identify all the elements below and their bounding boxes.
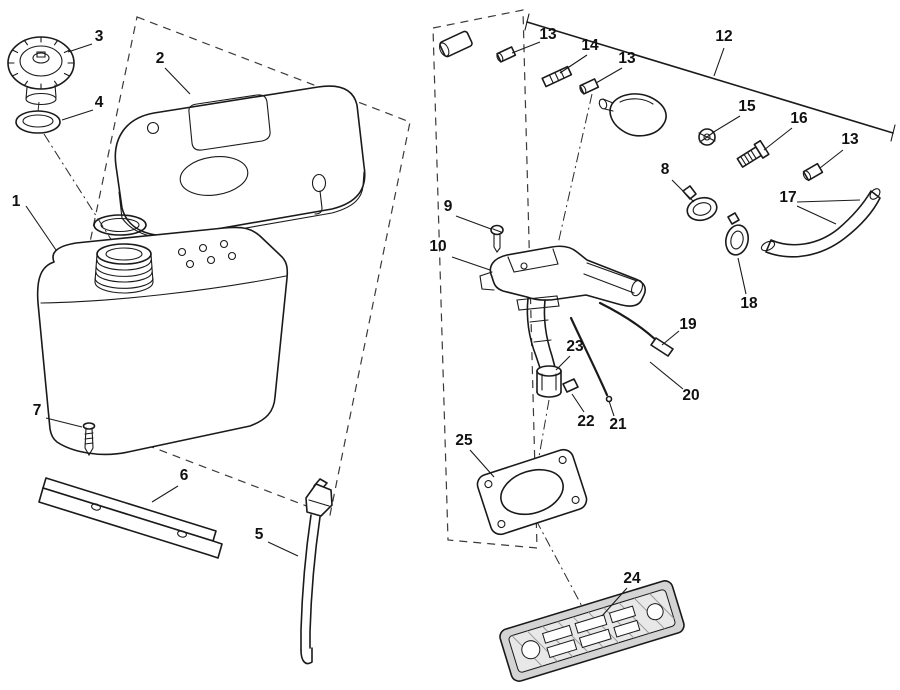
part-12-fuel-line-bracket xyxy=(524,13,896,142)
callout-21: 21 xyxy=(609,416,627,433)
part-24-name-plate xyxy=(499,580,685,682)
wire-tip xyxy=(605,395,613,403)
callout-25: 25 xyxy=(455,432,473,449)
part-13-fitting-c xyxy=(579,78,600,95)
callout-2: 2 xyxy=(156,50,165,67)
callout-18: 18 xyxy=(740,295,758,312)
callout-14: 14 xyxy=(581,37,599,54)
callout-13a: 13 xyxy=(539,26,557,43)
callout-leader-lines xyxy=(25,41,861,617)
callout-8: 8 xyxy=(661,161,670,178)
callout-10: 10 xyxy=(429,238,446,255)
part-6-mounting-bracket xyxy=(38,477,223,559)
part-3-filler-cap xyxy=(7,36,75,106)
callout-17: 17 xyxy=(779,189,796,206)
callout-13b: 13 xyxy=(618,50,636,67)
callout-6: 6 xyxy=(180,467,189,484)
callout-1: 1 xyxy=(12,193,21,210)
part-14-fitting xyxy=(541,65,573,88)
filler-neck xyxy=(94,243,154,294)
right-kit-dashed-box xyxy=(432,9,538,549)
part-7-screw xyxy=(82,422,96,457)
part-13-fitting-b xyxy=(496,46,517,63)
callout-22: 22 xyxy=(577,413,594,430)
wire-with-connector xyxy=(598,301,662,346)
part-13-elbow-fitting xyxy=(802,162,824,182)
callout-12: 12 xyxy=(715,28,732,45)
callout-5: 5 xyxy=(255,526,264,543)
part-5-pickup-tube xyxy=(300,478,333,665)
callout-13c: 13 xyxy=(841,131,859,148)
callout-19: 19 xyxy=(679,316,697,333)
part-16-threaded-fitting xyxy=(736,139,770,168)
part-15-check-valve xyxy=(598,93,716,146)
part-10-pump-assembly xyxy=(479,245,647,372)
callout-20: 20 xyxy=(682,387,699,404)
part-17-hose xyxy=(760,188,881,258)
callout-3: 3 xyxy=(95,28,104,45)
part-22-fitting xyxy=(562,378,579,393)
part-2-tank-cover xyxy=(114,85,366,240)
part-25-gasket xyxy=(476,448,588,536)
callout-16: 16 xyxy=(790,110,808,127)
callout-4: 4 xyxy=(95,94,104,111)
part-23-sensor-body xyxy=(536,365,562,398)
sensor-wires xyxy=(569,301,674,403)
callout-7: 7 xyxy=(33,402,42,419)
wire-lead xyxy=(569,316,609,397)
tank-top-opening xyxy=(93,214,147,236)
part-9-screw xyxy=(490,224,504,253)
callout-9: 9 xyxy=(444,198,453,215)
part-13-sleeve-fitting-a xyxy=(438,30,473,58)
part-18-clamp xyxy=(724,212,750,256)
part-4-cap-gasket xyxy=(15,110,61,134)
callout-15: 15 xyxy=(738,98,756,115)
part-8-clamp xyxy=(682,185,718,222)
wire-connector xyxy=(650,337,674,357)
callout-24: 24 xyxy=(623,570,641,587)
callout-23: 23 xyxy=(566,338,584,355)
vent-holes xyxy=(177,239,237,269)
part-1-oil-tank xyxy=(36,214,289,456)
callout-labels: 1 2 3 4 5 6 7 8 9 10 12 13 14 13 15 16 1… xyxy=(12,26,859,587)
